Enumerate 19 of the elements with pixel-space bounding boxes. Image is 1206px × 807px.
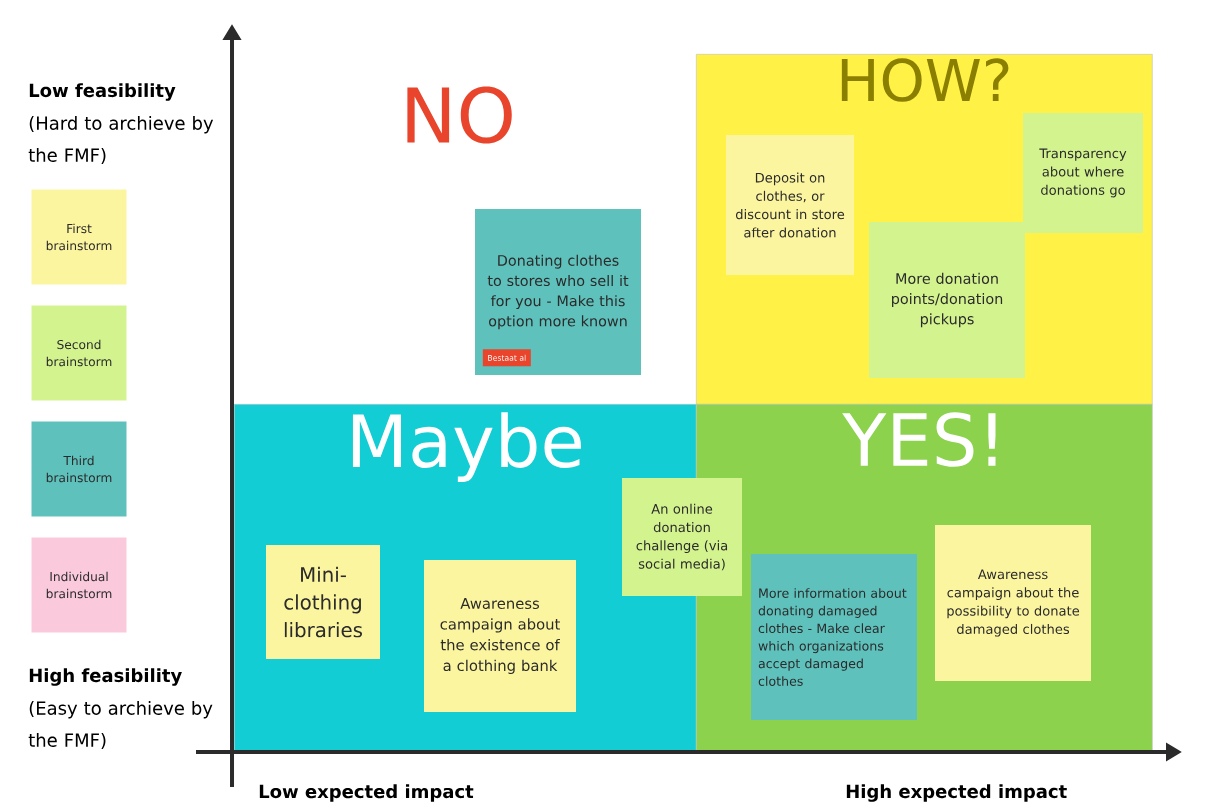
sticky-note: More information about donating damaged clothes - Make clear which organizations accept damaged clothes xyxy=(751,554,917,720)
legend-note: Third brainstorm xyxy=(31,421,127,517)
sticky-note: Transparency about where donations go xyxy=(1023,113,1143,233)
sticky-note: Awareness campaign about the possibility to donate damaged clothes xyxy=(935,525,1091,681)
legend-note: Second brainstorm xyxy=(31,305,127,401)
quadrant-heading: NO xyxy=(407,86,512,144)
legend-note: Individual brainstorm xyxy=(31,537,127,633)
axis-note: (Hard to archieve by the FMF) xyxy=(28,116,214,165)
legend-note: First brainstorm xyxy=(31,189,127,285)
axis-label: High feasibility xyxy=(29,668,182,686)
axis-label: Low feasibility xyxy=(29,83,176,101)
sticky-note: More donation points/donation pickups xyxy=(869,222,1025,378)
axis-note: (Easy to archieve by the FMF) xyxy=(28,701,213,750)
axis-label: Low expected impact xyxy=(259,784,474,802)
sticky-note: An online donation challenge (via social media) xyxy=(622,478,742,596)
sticky-note: Deposit on clothes, or discount in store after donation xyxy=(726,135,854,275)
axis-label: High expected impact xyxy=(846,784,1067,802)
sticky-note: Mini-clothing libraries xyxy=(266,545,380,659)
sticky-note: Awareness campaign about the existence of a clothing bank xyxy=(424,560,576,712)
